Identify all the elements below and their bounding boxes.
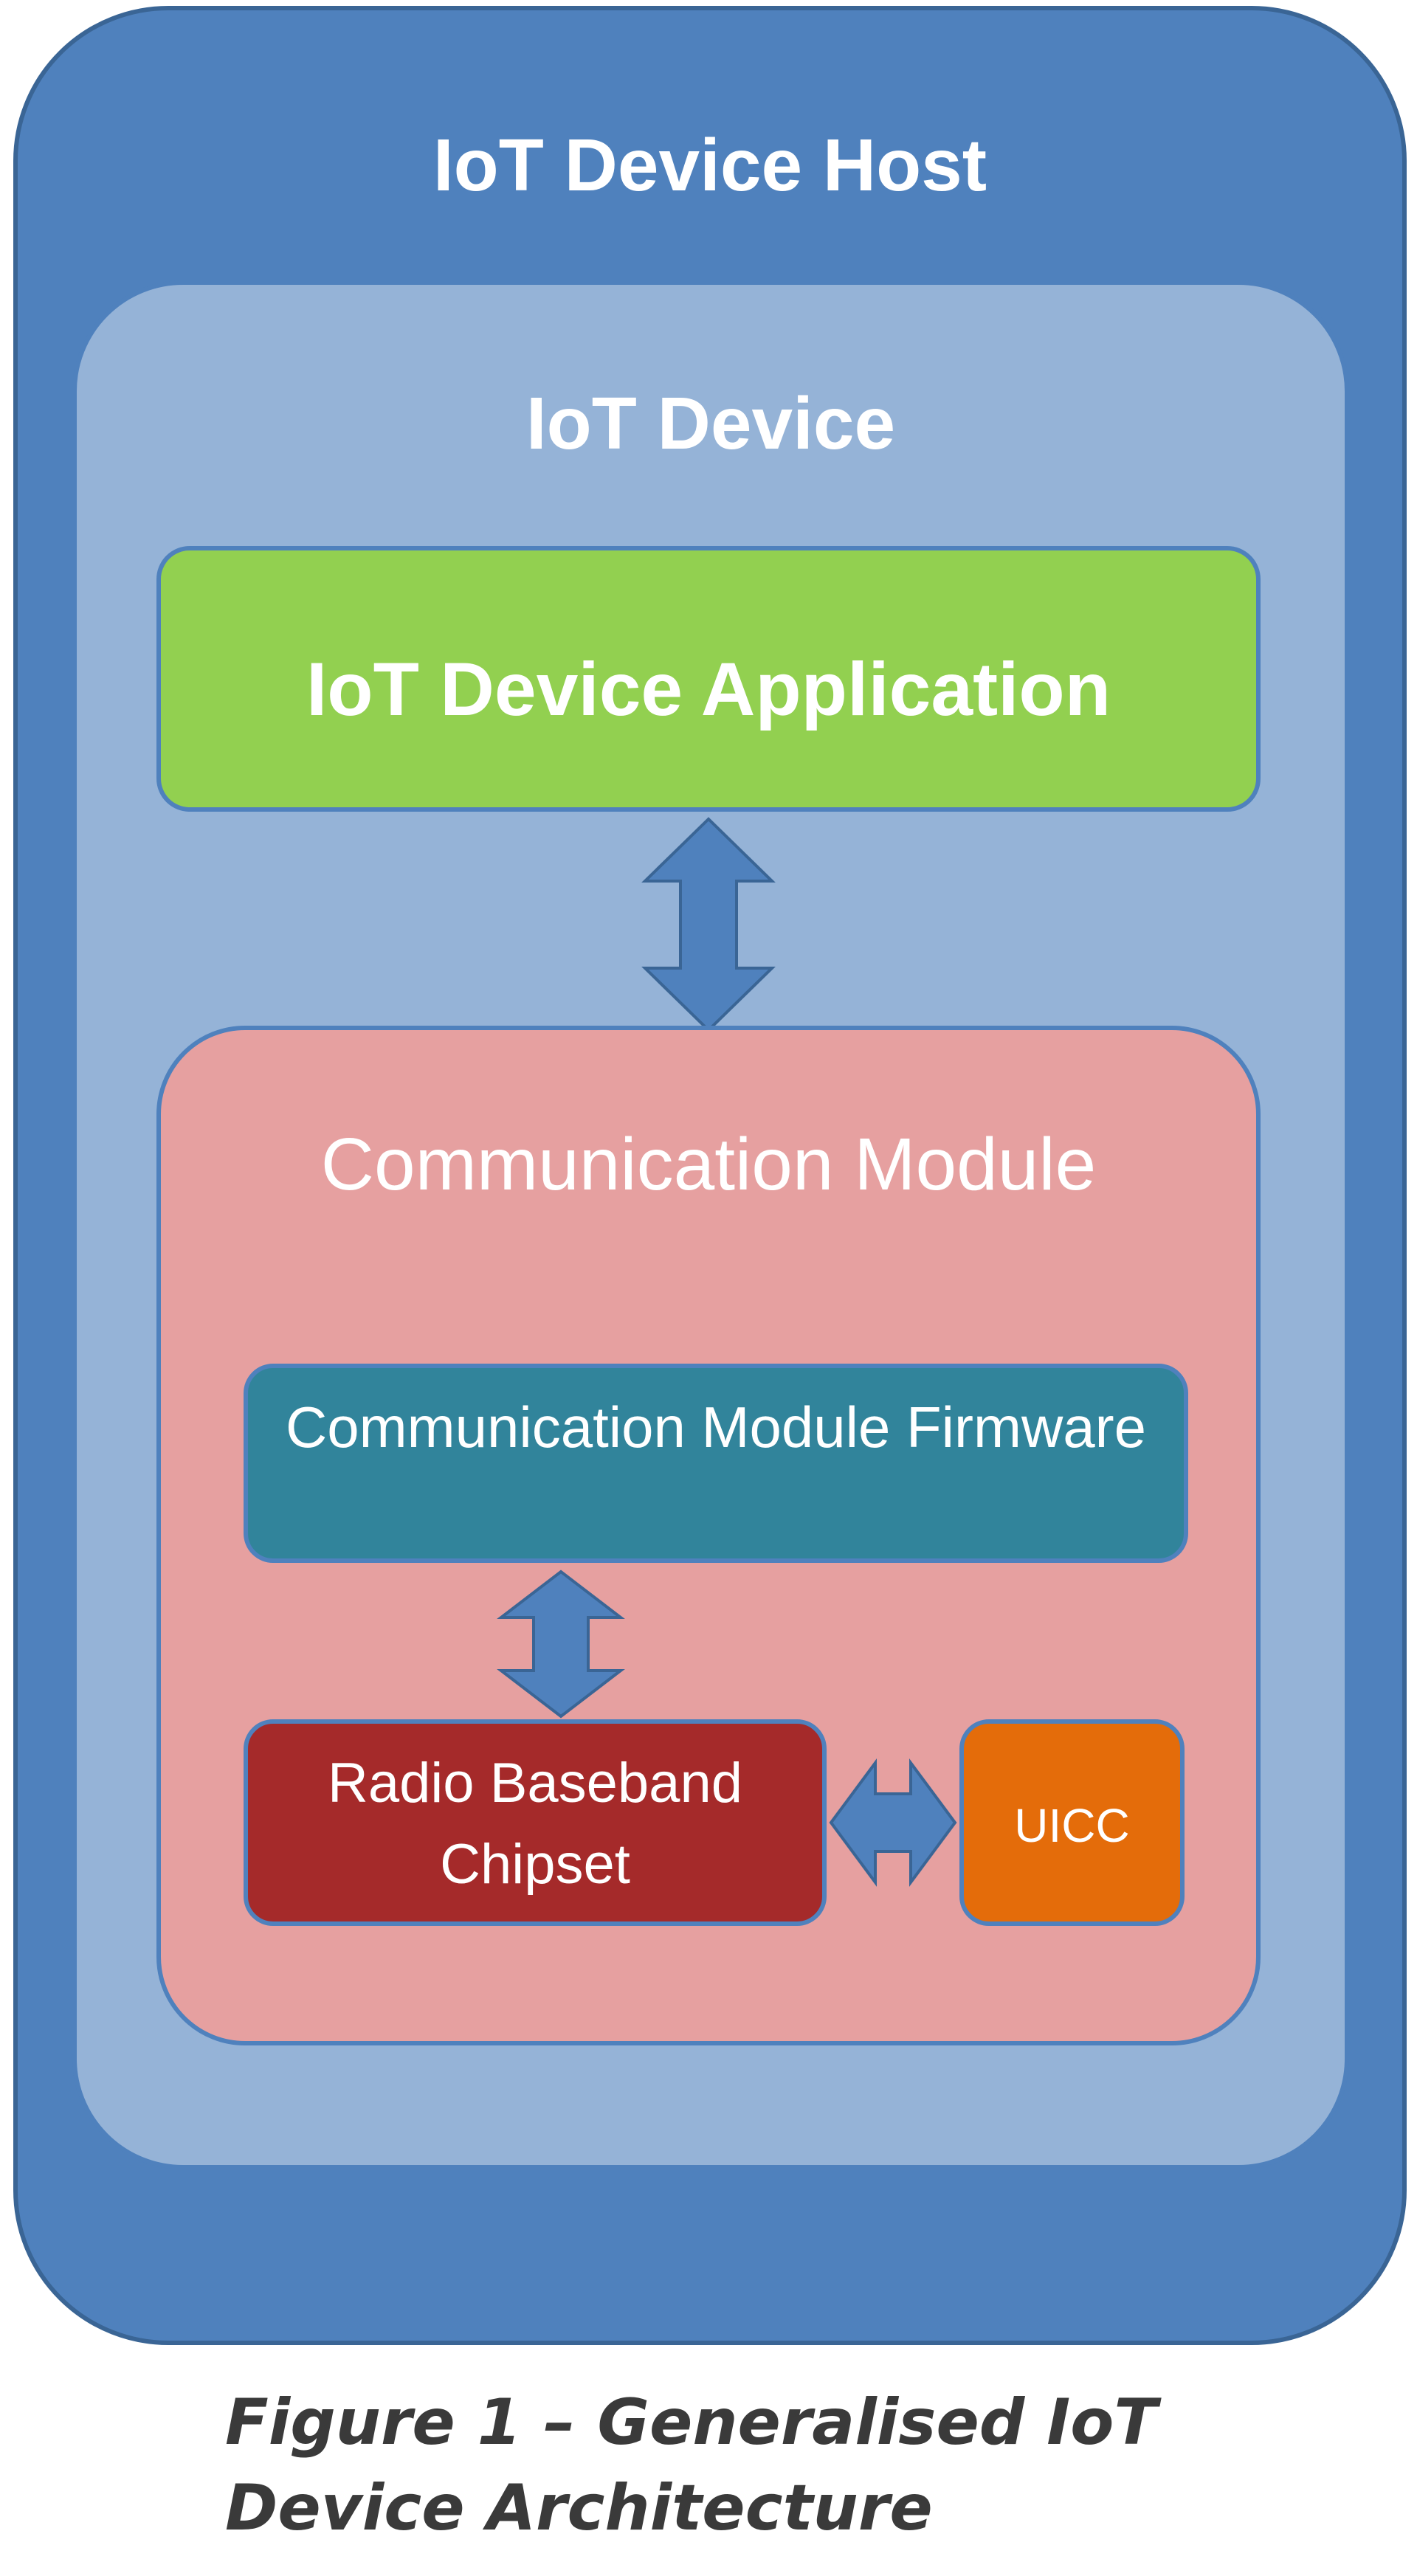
communication-module-firmware-label: Communication Module Firmware xyxy=(285,1395,1147,1460)
iot-device-label: IoT Device xyxy=(525,382,896,465)
firmware-radio-arrow xyxy=(497,1570,625,1719)
communication-module-firmware-box: Communication Module Firmware xyxy=(244,1364,1188,1563)
figure-caption: Figure 1 – Generalised IoT Device Archit… xyxy=(225,2386,1158,2546)
application-module-arrow xyxy=(641,817,776,1032)
communication-module-label: Communication Module xyxy=(320,1123,1097,1206)
iot-device-host-label: IoT Device Host xyxy=(432,124,987,207)
uicc-label: UICC xyxy=(1014,1799,1130,1852)
radio-uicc-arrow xyxy=(829,1758,957,1888)
iot-device-application-box: IoT Device Application xyxy=(156,546,1261,812)
radio-baseband-chipset-box: Radio Baseband Chipset xyxy=(244,1719,827,1926)
uicc-box: UICC xyxy=(959,1719,1185,1926)
iot-device-application-label: IoT Device Application xyxy=(306,647,1111,731)
radio-baseband-chipset-label: Radio Baseband Chipset xyxy=(328,1752,742,1896)
